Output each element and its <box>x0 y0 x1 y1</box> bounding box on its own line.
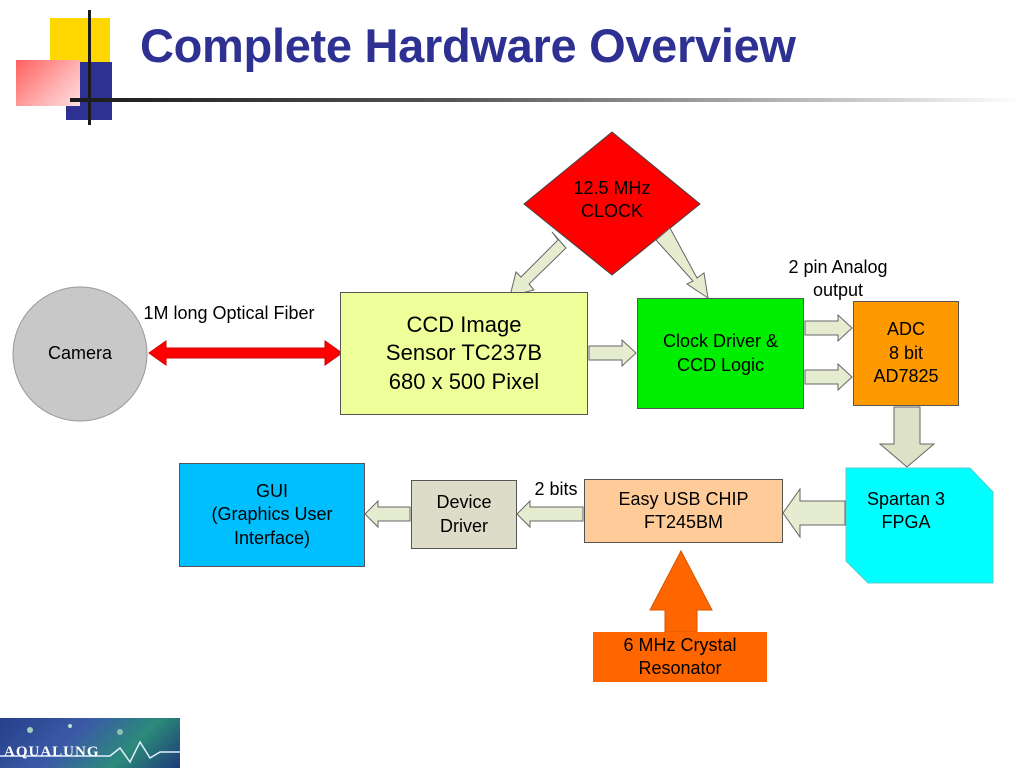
analog-output-label: 2 pin Analog output <box>788 257 888 301</box>
fiber-arrow <box>148 340 343 366</box>
adc-box: ADC 8 bit AD7825 <box>853 301 959 406</box>
camera-circle <box>12 286 148 422</box>
usb-chip-box: Easy USB CHIP FT245BM <box>584 479 783 543</box>
ccd-sensor-label: CCD Image Sensor TC237B 680 x 500 Pixel <box>385 311 543 394</box>
arrow-clock-to-ccd <box>509 231 567 297</box>
arrow-usb-to-driver <box>516 499 584 529</box>
gui-label: GUI (Graphics User Interface) <box>211 480 333 548</box>
decor-red-square <box>16 60 80 106</box>
crystal-label: 6 MHz Crystal Resonator <box>623 634 737 678</box>
camera-label: Camera <box>47 343 113 363</box>
ccd-sensor-box: CCD Image Sensor TC237B 680 x 500 Pixel <box>340 292 588 415</box>
clock-diamond <box>523 131 701 276</box>
arrow-ccd-to-driver <box>588 338 637 368</box>
arrow-driver-to-gui <box>364 499 411 529</box>
clock-label: 12.5 MHz CLOCK <box>573 178 651 222</box>
logo-text: AQUALUNG <box>4 744 100 760</box>
clock-driver-box: Clock Driver & CCD Logic <box>637 298 804 409</box>
clock-driver-label: Clock Driver & CCD Logic <box>662 331 778 375</box>
crystal-box: 6 MHz Crystal Resonator <box>593 632 767 682</box>
arrow-fpga-to-usb <box>782 487 846 539</box>
decor-vertical-line <box>88 10 91 125</box>
adc-label: ADC 8 bit AD7825 <box>873 319 939 387</box>
gui-box: GUI (Graphics User Interface) <box>179 463 365 567</box>
aqualung-logo: AQUALUNG <box>0 718 180 768</box>
fpga-label: Spartan 3 FPGA <box>866 489 946 533</box>
fiber-label: 1M long Optical Fiber <box>143 303 315 323</box>
bits-label: 2 bits <box>534 479 578 499</box>
page-title: Complete Hardware Overview <box>140 19 796 72</box>
arrow-crystal-to-usb <box>649 549 713 633</box>
arrow-clock-to-driver <box>655 227 709 300</box>
device-driver-box: Device Driver <box>411 480 517 549</box>
logo-wave-icon <box>0 724 180 764</box>
arrow-adc-to-fpga <box>878 406 936 468</box>
usb-chip-label: Easy USB CHIP FT245BM <box>618 488 749 532</box>
title-underline <box>70 98 1020 102</box>
arrow-driver-to-adc-2 <box>804 362 853 392</box>
arrow-driver-to-adc-1 <box>804 313 853 343</box>
device-driver-label: Device Driver <box>436 492 492 536</box>
fpga-shape <box>845 467 994 584</box>
